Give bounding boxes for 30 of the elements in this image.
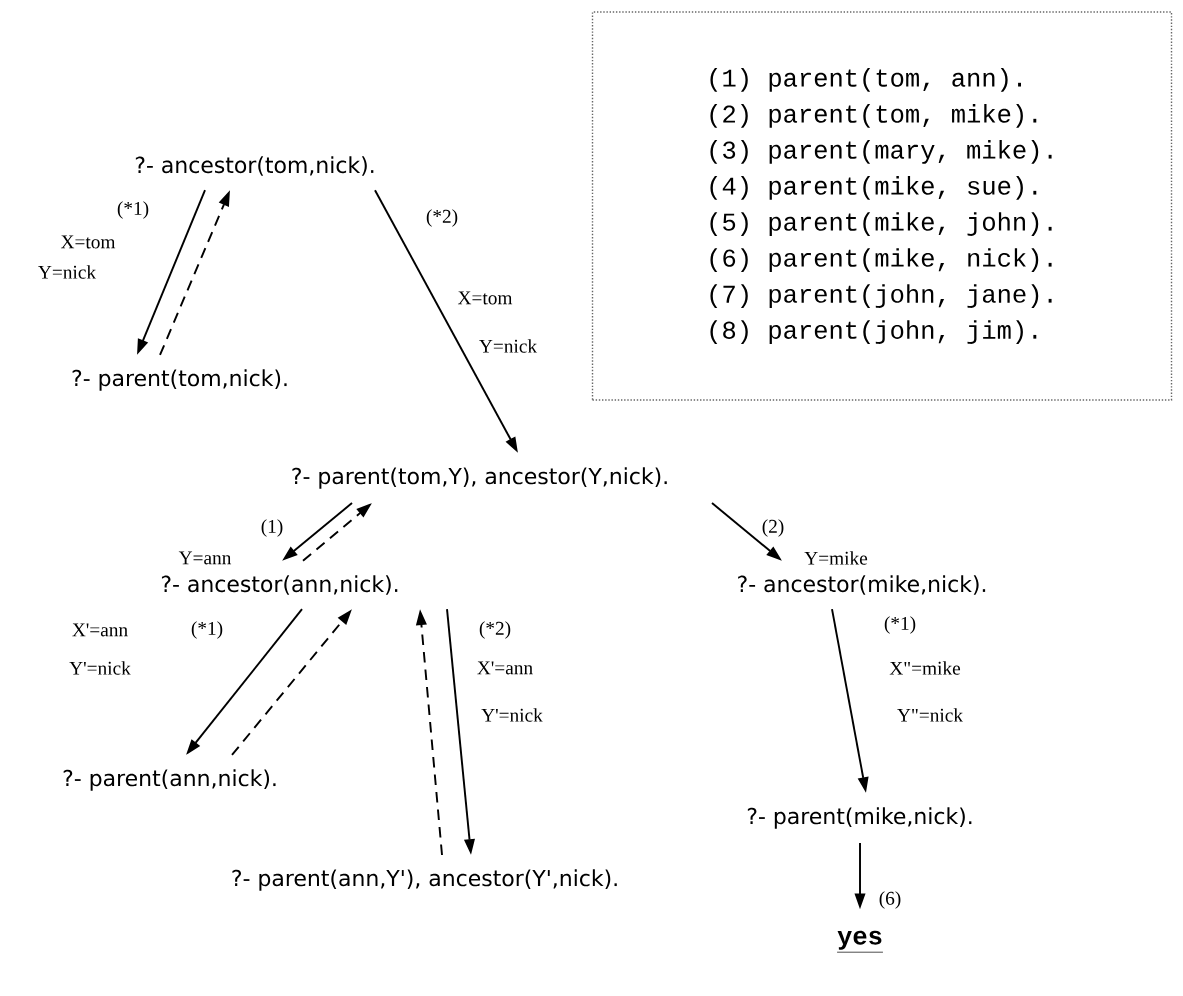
goal-text: ?- ancestor(tom,nick). [135,156,374,176]
binding-label: Y=nick [38,265,97,279]
edge-label: (*1) [191,621,223,639]
edge-label: (*1) [884,616,916,634]
edge-label: (2) [762,519,784,537]
binding-label: X'=ann [72,623,128,637]
binding-label: Y=ann [178,551,232,565]
goal-text: ?- parent(ann,nick). [63,769,276,791]
binding-label: X"=mike [889,661,961,675]
edge-label: (*1) [117,201,149,219]
binding-label: X=tom [60,235,116,249]
goal-text: ?- ancestor(mike,nick). [738,575,986,595]
fact-list-box: (1) parent(tom, ann). (2) parent(tom, mike). (3) parent(mary, mike). (4) parent(mike, sue). (5) parent(mike, john). (6) parent(mike, nick). (7) parent(john, jane). (8) parent(john, jim). [591,11,1173,401]
edge-label: (6) [879,891,901,909]
binding-label: X'=ann [477,661,533,675]
goal-text: ?- parent(tom,Y), ancestor(Y,nick). [292,467,667,489]
goal-text: ?- parent(tom,nick). [72,369,287,391]
result-text: yes [836,930,884,953]
edge-label: (*2) [479,621,511,639]
edge-label: (1) [261,519,283,537]
binding-label: Y"=nick [897,708,964,722]
edge-label: (*2) [426,209,458,227]
goal-text: ?- ancestor(ann,nick). [161,575,398,595]
binding-label: Y=nick [479,339,538,353]
goal-text: ?- parent(ann,Y'), ancestor(Y',nick). [232,869,617,891]
binding-label: X=tom [457,291,513,305]
binding-label: Y'=nick [69,661,131,675]
binding-label: Y=mike [804,551,868,565]
binding-label: Y'=nick [481,708,543,722]
goal-text: ?- parent(mike,nick). [747,807,972,829]
